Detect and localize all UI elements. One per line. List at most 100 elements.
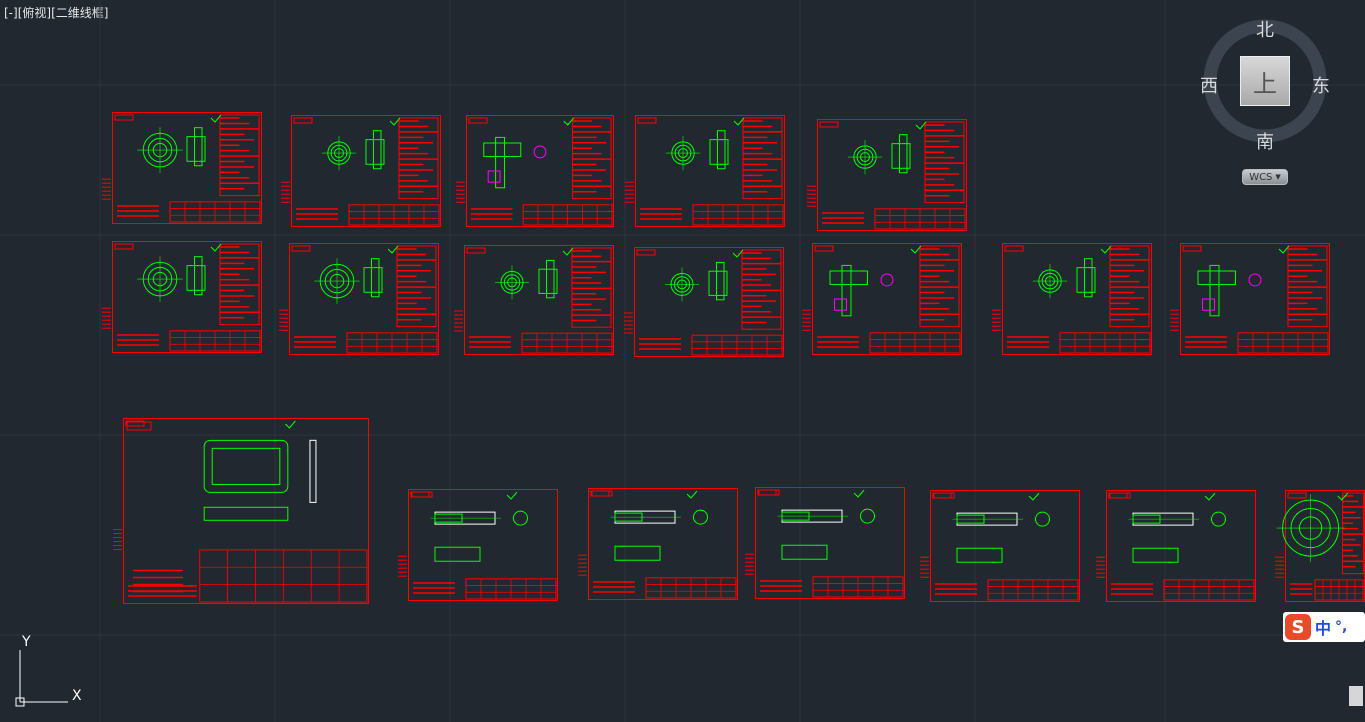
drawing-sheet[interactable] bbox=[281, 115, 441, 229]
viewcube[interactable]: 北 西 东 南 上 WCS ▼ bbox=[1198, 16, 1334, 206]
sheet-border bbox=[466, 115, 614, 227]
spec-table bbox=[1342, 492, 1364, 575]
ime-mode-toggle[interactable]: 中 bbox=[1315, 619, 1332, 638]
shaft-end-view bbox=[1035, 511, 1050, 527]
drawing-sheet[interactable] bbox=[992, 243, 1152, 357]
sheet-border bbox=[1180, 243, 1330, 355]
drawing-sheet[interactable] bbox=[802, 243, 962, 357]
roughness-symbol bbox=[1028, 492, 1040, 501]
plate-section bbox=[203, 506, 289, 521]
roughness-symbol bbox=[387, 245, 399, 254]
magenta-feature bbox=[487, 170, 501, 183]
sheet-tag bbox=[757, 489, 777, 496]
wcs-menu-button[interactable]: WCS ▼ bbox=[1242, 169, 1288, 185]
sheet-border bbox=[291, 115, 441, 227]
drawing-sheet[interactable] bbox=[279, 243, 439, 357]
ime-toolbar[interactable]: S 中 °, bbox=[1283, 612, 1365, 642]
magenta-feature bbox=[1202, 298, 1215, 311]
shaft-section bbox=[1132, 547, 1179, 563]
magenta-feature bbox=[834, 298, 847, 311]
drawing-sheet[interactable] bbox=[456, 115, 614, 229]
hole-circle bbox=[533, 145, 547, 159]
roughness-symbol bbox=[210, 243, 222, 252]
bracket-arm bbox=[841, 264, 852, 317]
drawing-sheet[interactable] bbox=[454, 245, 614, 357]
shaft-section bbox=[956, 547, 1003, 563]
spec-table bbox=[919, 245, 960, 328]
bracket-view bbox=[1197, 270, 1236, 285]
sheet-tag bbox=[758, 489, 780, 496]
sheet-border bbox=[408, 489, 558, 601]
ime-punctuation-toggle[interactable]: °, bbox=[1335, 619, 1348, 635]
spec-table bbox=[572, 117, 612, 200]
spec-table bbox=[219, 114, 260, 197]
hole-circle bbox=[880, 273, 894, 287]
drawing-sheet[interactable] bbox=[920, 490, 1080, 604]
side-view-hub bbox=[1084, 258, 1093, 298]
plate-pocket bbox=[211, 447, 281, 485]
side-view bbox=[365, 139, 385, 165]
sheet-tag bbox=[114, 114, 134, 121]
bracket-view bbox=[829, 270, 868, 285]
side-view bbox=[186, 136, 206, 162]
sogou-logo-icon[interactable]: S bbox=[1285, 614, 1311, 640]
compass-west[interactable]: 西 bbox=[1200, 76, 1218, 97]
sheet-tag bbox=[819, 121, 839, 128]
visual-style-menu[interactable]: [二维线框] bbox=[51, 6, 109, 20]
spec-table bbox=[1109, 245, 1150, 328]
side-view-hub bbox=[899, 134, 908, 174]
plate-outline bbox=[203, 439, 289, 493]
sheet-border bbox=[464, 245, 614, 355]
side-view-hub bbox=[546, 259, 555, 299]
viewport-controls-menu[interactable]: [-] bbox=[4, 6, 18, 20]
roughness-symbol bbox=[285, 420, 296, 429]
sheet-tag bbox=[1004, 245, 1024, 252]
ucs-icon: Y X bbox=[10, 632, 90, 712]
side-view bbox=[538, 268, 558, 294]
drawing-sheet[interactable] bbox=[398, 489, 558, 603]
sheet-border bbox=[755, 487, 905, 599]
sheet-tag bbox=[468, 117, 488, 124]
sheet-border bbox=[812, 243, 962, 355]
compass-east[interactable]: 东 bbox=[1312, 76, 1330, 97]
drawing-sheet[interactable] bbox=[745, 487, 905, 601]
scrollbar-thumb[interactable] bbox=[1349, 686, 1363, 706]
side-view bbox=[363, 267, 383, 293]
drawing-sheet[interactable] bbox=[624, 247, 784, 359]
side-view-hub bbox=[194, 127, 203, 167]
side-view-hub bbox=[371, 258, 380, 298]
wcs-label: WCS bbox=[1249, 171, 1273, 183]
roughness-symbol bbox=[506, 491, 518, 500]
viewcube-top-face[interactable]: 上 bbox=[1240, 56, 1290, 106]
sheet-tag bbox=[1287, 492, 1307, 499]
drawing-sheet[interactable] bbox=[578, 488, 738, 602]
drawing-sheet[interactable] bbox=[807, 119, 967, 233]
drawing-sheet[interactable] bbox=[1275, 490, 1365, 604]
drawing-sheet[interactable] bbox=[1096, 490, 1256, 604]
sheet-tag bbox=[637, 117, 657, 124]
bracket-arm bbox=[495, 136, 505, 189]
compass-north[interactable]: 北 bbox=[1256, 20, 1274, 41]
roughness-symbol bbox=[915, 121, 927, 130]
compass-south[interactable]: 南 bbox=[1256, 132, 1274, 153]
drawing-sheet[interactable] bbox=[625, 115, 785, 229]
viewcube-top-label: 上 bbox=[1253, 69, 1277, 98]
roughness-symbol bbox=[563, 117, 575, 126]
sheet-border bbox=[930, 490, 1080, 602]
sheet-tag bbox=[466, 247, 486, 254]
spec-table bbox=[396, 245, 437, 328]
sheet-tag bbox=[410, 491, 430, 498]
drawing-sheet[interactable] bbox=[102, 112, 262, 226]
drawing-sheet[interactable] bbox=[113, 418, 369, 606]
sheet-border bbox=[1106, 490, 1256, 602]
drawing-sheet[interactable] bbox=[102, 241, 262, 355]
side-view-hub bbox=[716, 261, 725, 301]
side-view-hub bbox=[717, 130, 726, 170]
spec-table bbox=[398, 117, 439, 200]
view-menu[interactable]: [俯视] bbox=[17, 6, 52, 20]
roughness-symbol bbox=[1337, 492, 1349, 501]
drawing-sheet[interactable] bbox=[1170, 243, 1330, 357]
sheet-tag bbox=[114, 243, 134, 250]
